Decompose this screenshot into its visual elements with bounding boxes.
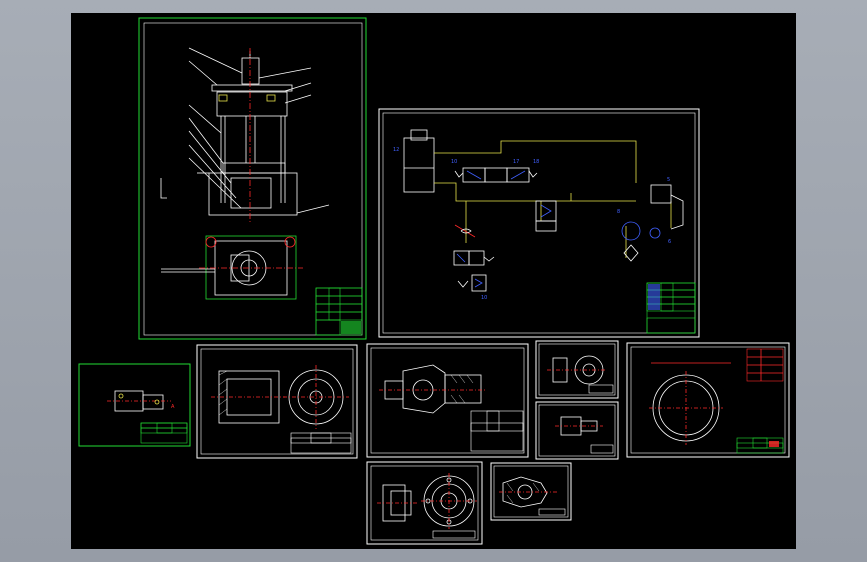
sheet-hydraulic-schematic[interactable]: 12 10 17 18 5 8 6 10 — [378, 108, 700, 338]
sheet-cylinder-detail[interactable] — [196, 344, 358, 459]
cad-drawing-viewport[interactable]: 12 10 17 18 5 8 6 10 A — [71, 13, 796, 549]
sheet-end-cap-detail[interactable] — [366, 461, 483, 545]
svg-text:6: 6 — [668, 239, 671, 245]
cad-drawing-canvas[interactable]: 12 10 17 18 5 8 6 10 A — [71, 13, 796, 549]
svg-text:8: 8 — [617, 209, 620, 215]
svg-text:10: 10 — [451, 159, 457, 165]
sheet-ring-detail[interactable] — [626, 342, 790, 458]
svg-text:18: 18 — [533, 159, 539, 165]
sheet-piston-detail[interactable] — [490, 462, 572, 521]
sheet-press-assembly[interactable] — [138, 17, 367, 340]
sheet-small-part[interactable]: A — [78, 363, 191, 447]
sheet-pin-detail[interactable] — [535, 401, 619, 460]
sheet-housing-detail[interactable] — [366, 343, 529, 458]
svg-text:10: 10 — [481, 295, 487, 301]
svg-text:17: 17 — [513, 159, 519, 165]
svg-text:A: A — [171, 404, 175, 410]
sheet-flange-detail[interactable] — [535, 340, 619, 399]
svg-text:12: 12 — [393, 147, 399, 153]
svg-text:5: 5 — [667, 177, 670, 183]
